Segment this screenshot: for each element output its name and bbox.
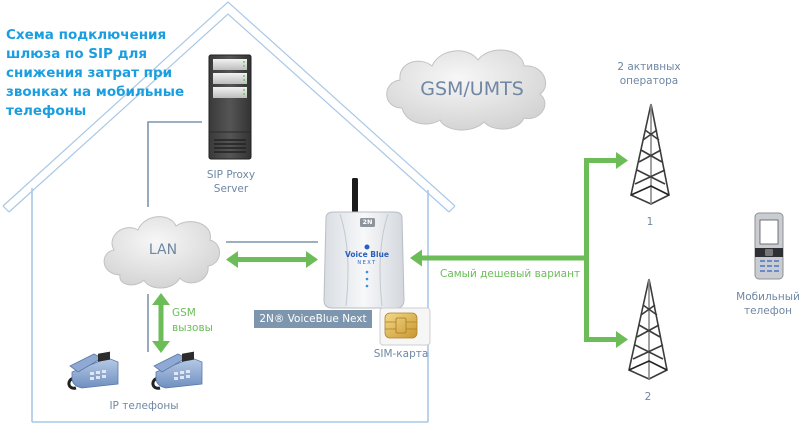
sip-proxy-label: SIP Proxy Server — [190, 168, 272, 196]
diagram-title: Схема подключения шлюза по SIP для сниже… — [6, 27, 185, 119]
tower-bracket-arrow — [410, 152, 628, 348]
desk-phone-icon-2 — [151, 351, 203, 390]
sim-card-label: SIM-карта — [373, 348, 429, 360]
server-icon — [208, 54, 252, 160]
cheapest-option-label: Самый дешевый вариант — [440, 268, 581, 280]
gateway-tag: 2N® VoiceBlue Next — [254, 310, 372, 328]
gateway-product-line2: NEXT — [357, 260, 377, 266]
lan-cloud-label: LAN — [148, 242, 178, 258]
gsm-calls-label: GSM вызовы — [172, 306, 213, 336]
mobile-phone-label: Мобильный телефон — [728, 290, 800, 318]
tower-2-label: 2 — [644, 391, 652, 403]
operators-label-line2: оператора — [619, 75, 679, 87]
cell-tower-icon-1 — [630, 103, 670, 205]
lan-cloud-icon — [103, 216, 220, 289]
gsm-cloud-icon — [386, 49, 546, 131]
tower-1-label: 1 — [646, 216, 654, 228]
desk-phone-icon-1 — [67, 351, 119, 390]
operators-label-line1: 2 активных — [617, 61, 681, 73]
gateway-product-line1: Voice Blue — [345, 250, 389, 259]
gsm-calls-arrow — [152, 293, 170, 353]
gsm-calls-label-line1: GSM — [172, 307, 196, 319]
lan-to-server-line — [147, 121, 202, 207]
mobile-phone-icon — [754, 212, 784, 280]
gateway-brand-badge: 2N — [362, 218, 373, 226]
cell-tower-icon-2 — [628, 278, 668, 380]
house-outline — [2, 1, 456, 423]
gsm-cloud-label: GSM/UMTS — [420, 78, 524, 100]
mobile-phone-label-line2: телефон — [743, 305, 792, 317]
mobile-phone-label-line1: Мобильный — [736, 291, 800, 303]
sim-card-icon — [379, 307, 431, 346]
sip-proxy-label-line1: SIP Proxy — [206, 169, 256, 181]
ip-phones-label: IP телефоны — [109, 400, 179, 412]
gsm-calls-label-line2: вызовы — [172, 322, 213, 334]
gateway-product-name: Voice Blue NEXT — [340, 250, 394, 268]
operators-label: 2 активных оператора — [604, 60, 694, 88]
sip-proxy-label-line2: Server — [213, 183, 249, 195]
gateway-icon — [323, 178, 405, 309]
lan-gateway-arrow — [226, 251, 318, 268]
